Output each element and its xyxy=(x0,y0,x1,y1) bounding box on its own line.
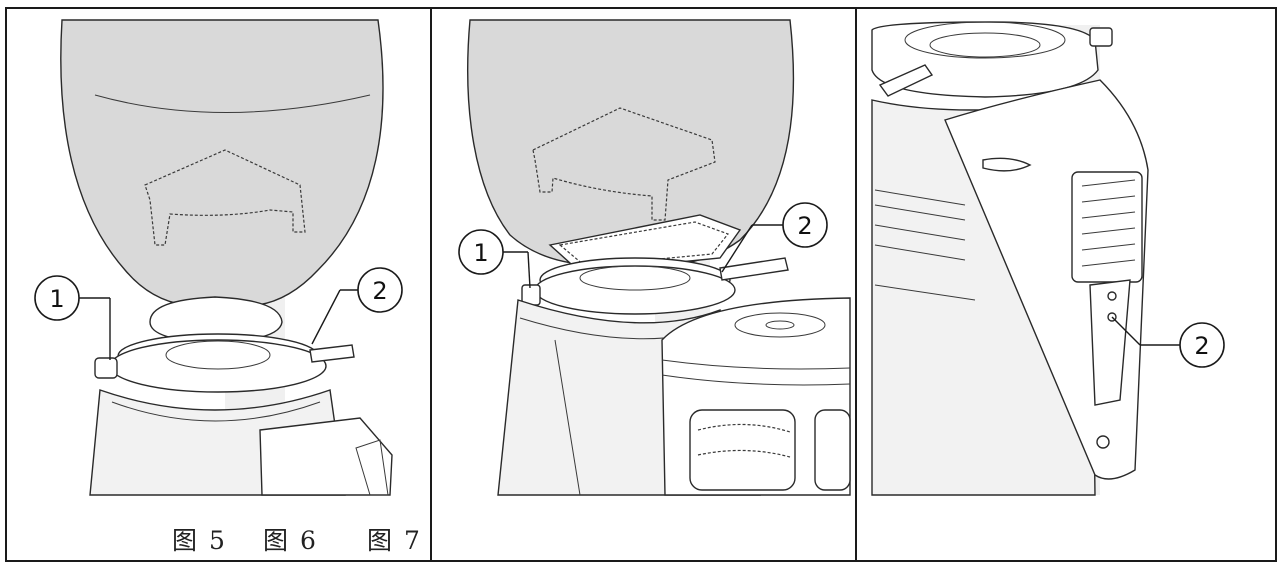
side-cover-panel xyxy=(944,79,1149,480)
bean-hopper xyxy=(60,19,384,306)
callout-1-label: 1 xyxy=(473,239,488,267)
caption-fig-6: 图 6 xyxy=(263,526,318,555)
callout-2: 2 xyxy=(311,267,403,345)
callout-1: 1 xyxy=(34,275,111,360)
ground-container xyxy=(661,297,851,496)
panel-figure-7: 2 xyxy=(855,7,1277,562)
grinder-body xyxy=(89,389,393,496)
panel-figure-5: 1 2 图 5 图 6 图 7 xyxy=(5,7,432,562)
hopper-collar xyxy=(871,21,1113,98)
hopper-collar xyxy=(521,257,789,315)
callout-2-label: 2 xyxy=(372,277,387,305)
callout-2: 2 xyxy=(1111,316,1225,368)
callout-2: 2 xyxy=(721,202,828,273)
caption-fig-5: 图 5 xyxy=(172,526,227,555)
callout-1-label: 1 xyxy=(49,285,64,313)
callout-2-label: 2 xyxy=(1194,332,1209,360)
callout-2-label: 2 xyxy=(797,212,812,240)
hopper-collar xyxy=(94,296,355,393)
panel-figure-6: 1 2 xyxy=(430,7,857,562)
caption-fig-7: 图 7 xyxy=(367,526,422,555)
callout-1: 1 xyxy=(458,229,531,289)
